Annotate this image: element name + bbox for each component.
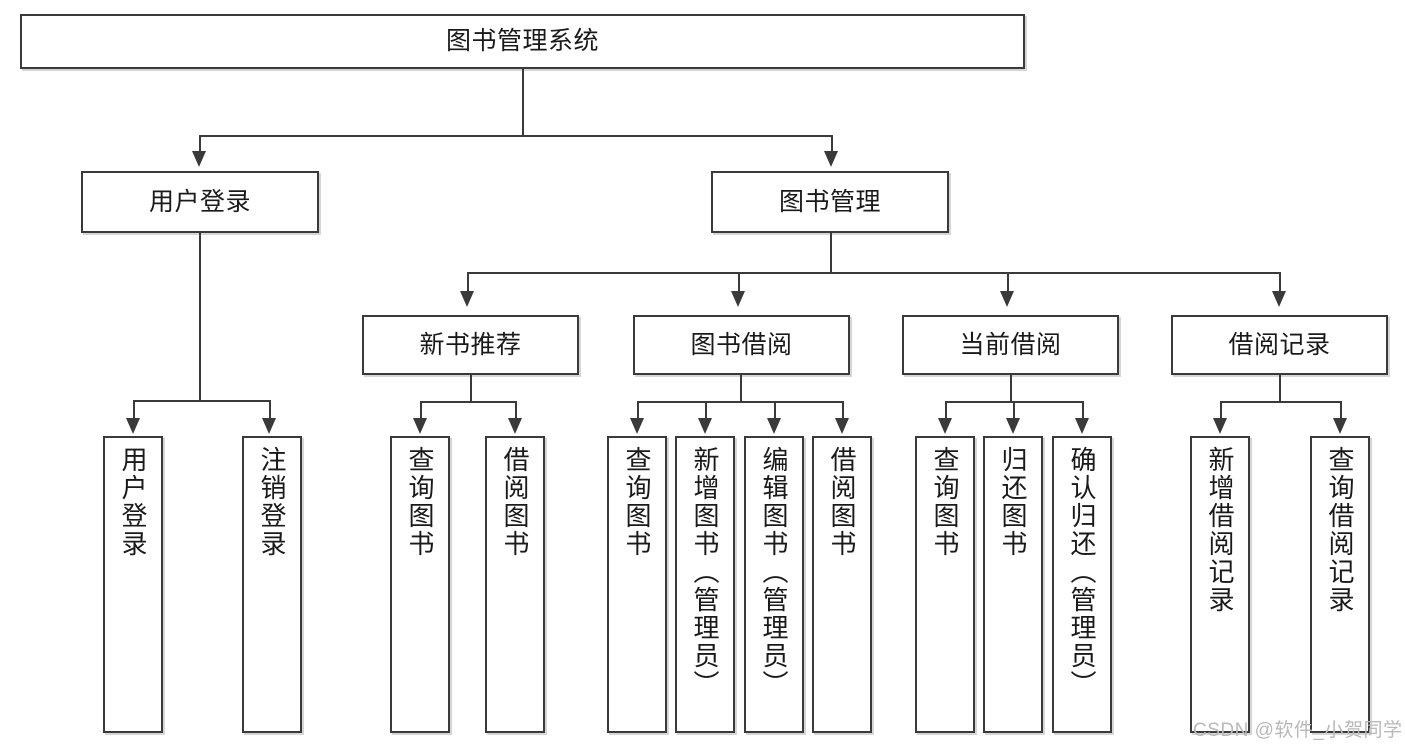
leaf-borrow-book-recommend[interactable]: 借阅图书	[485, 436, 545, 733]
connector-level2-drop-2	[831, 135, 833, 155]
connector-borrow-drop-4	[842, 401, 844, 420]
leaf-edit-book-admin[interactable]: 编辑图书（管理员）	[744, 436, 804, 733]
leaf-query-borrow-record[interactable]: 查询借阅记录	[1310, 436, 1370, 733]
leaf-confirm-return-admin[interactable]: 确认归还（管理员）	[1052, 436, 1112, 733]
connector-record-drop-2	[1340, 401, 1342, 420]
node-new-book-recommend[interactable]: 新书推荐	[362, 315, 579, 375]
arrow-to-leaf-user-login	[126, 418, 140, 434]
arrow-to-leaf-borrow-book-1	[508, 418, 522, 434]
node-label: 图书管理系统	[445, 27, 599, 56]
csdn-watermark: CSDN @软件_小贺同学	[1193, 720, 1403, 741]
connector-level3-drop-2	[738, 272, 740, 293]
arrow-to-leaf-query-record	[1333, 418, 1347, 434]
connector-current-drop-2	[1013, 401, 1015, 420]
connector-level3-bus	[467, 272, 1279, 274]
node-label: 查询图书	[622, 446, 652, 558]
connector-record-stem	[1279, 375, 1281, 401]
node-label: 借阅图书	[500, 446, 530, 558]
leaf-query-book-current[interactable]: 查询图书	[915, 436, 975, 733]
connector-root-stem	[522, 69, 524, 135]
connector-record-bus	[1220, 401, 1340, 403]
connector-record-drop-1	[1220, 401, 1222, 420]
node-book-borrow[interactable]: 图书借阅	[633, 315, 850, 375]
connector-user-login-bus	[133, 400, 269, 402]
connector-user-login-drop-1	[133, 400, 135, 420]
connector-recommend-drop-2	[515, 401, 517, 420]
leaf-add-borrow-record[interactable]: 新增借阅记录	[1190, 436, 1250, 733]
node-label: 归还图书	[998, 446, 1028, 558]
node-label: 新增借阅记录	[1205, 446, 1235, 614]
connector-current-stem	[1010, 375, 1012, 401]
node-label: 查询图书	[930, 446, 960, 558]
connector-level2-drop-1	[199, 135, 201, 155]
node-label: 确认归还（管理员）	[1067, 446, 1097, 698]
connector-recommend-drop-1	[420, 401, 422, 420]
arrow-to-leaf-return-book	[1006, 418, 1020, 434]
node-label: 图书管理	[778, 187, 881, 216]
leaf-borrow-book[interactable]: 借阅图书	[812, 436, 872, 733]
leaf-add-book-admin[interactable]: 新增图书（管理员）	[675, 436, 735, 733]
node-label: 新书推荐	[419, 330, 522, 359]
node-label: 新增图书（管理员）	[690, 446, 720, 698]
node-label: 借阅记录	[1228, 330, 1331, 359]
arrow-to-leaf-add-book	[698, 418, 712, 434]
connector-borrow-drop-3	[774, 401, 776, 420]
node-root-book-management-system[interactable]: 图书管理系统	[20, 14, 1025, 69]
node-label: 编辑图书（管理员）	[759, 446, 789, 698]
node-label: 注销登录	[257, 446, 287, 558]
connector-borrow-drop-1	[637, 401, 639, 420]
connector-current-drop-3	[1082, 401, 1084, 420]
connector-level3-drop-3	[1007, 272, 1009, 293]
leaf-query-book-recommend[interactable]: 查询图书	[390, 436, 450, 733]
connector-level3-drop-4	[1279, 272, 1281, 293]
node-book-management[interactable]: 图书管理	[711, 171, 949, 233]
arrow-to-current-borrow	[1000, 291, 1014, 307]
connector-recommend-bus	[420, 401, 515, 403]
node-label: 用户登录	[118, 446, 148, 558]
node-label: 查询借阅记录	[1325, 446, 1355, 614]
leaf-query-book-borrow[interactable]: 查询图书	[607, 436, 667, 733]
node-label: 借阅图书	[827, 446, 857, 558]
arrow-to-leaf-query-book-1	[413, 418, 427, 434]
connector-level3-drop-1	[467, 272, 469, 293]
node-label: 图书借阅	[690, 330, 793, 359]
leaf-user-login[interactable]: 用户登录	[103, 436, 163, 733]
connector-borrow-stem	[740, 375, 742, 401]
arrow-to-leaf-logout	[262, 418, 276, 434]
connector-user-login-drop-2	[269, 400, 271, 420]
arrow-to-leaf-query-book-2	[630, 418, 644, 434]
arrow-to-leaf-edit-book	[767, 418, 781, 434]
node-label: 查询图书	[405, 446, 435, 558]
connector-book-management-stem	[830, 233, 832, 272]
connector-recommend-stem	[470, 375, 472, 401]
node-label: 当前借阅	[959, 330, 1062, 359]
arrow-to-user-login	[192, 151, 206, 167]
arrow-to-new-book-recommend	[460, 291, 474, 307]
leaf-return-book[interactable]: 归还图书	[983, 436, 1043, 733]
connector-user-login-stem	[199, 233, 201, 400]
node-label: 用户登录	[148, 187, 251, 216]
connector-borrow-bus	[637, 401, 842, 403]
arrow-to-leaf-borrow-book-2	[835, 418, 849, 434]
arrow-to-borrow-record	[1272, 291, 1286, 307]
arrow-to-book-management	[824, 151, 838, 167]
node-current-borrow[interactable]: 当前借阅	[902, 315, 1119, 375]
connector-current-drop-1	[945, 401, 947, 420]
arrow-to-leaf-add-record	[1213, 418, 1227, 434]
arrow-to-leaf-confirm-return	[1075, 418, 1089, 434]
node-borrow-record[interactable]: 借阅记录	[1171, 315, 1388, 375]
connector-level2-bus	[199, 135, 831, 137]
node-user-login[interactable]: 用户登录	[81, 171, 319, 233]
leaf-logout[interactable]: 注销登录	[242, 436, 302, 733]
arrow-to-leaf-query-book-3	[938, 418, 952, 434]
arrow-to-book-borrow	[731, 291, 745, 307]
connector-borrow-drop-2	[705, 401, 707, 420]
